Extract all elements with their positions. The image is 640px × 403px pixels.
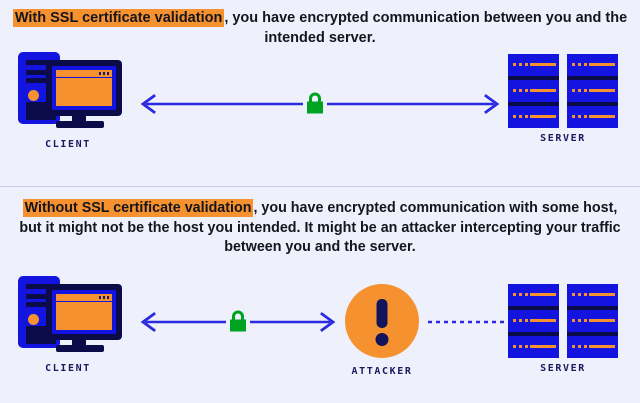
rack-status-leds-icon (513, 115, 528, 118)
window-title-bar (56, 294, 112, 303)
attacker-server-link (426, 302, 510, 342)
caption-without-ssl: Without SSL certificate validation, you … (0, 187, 640, 258)
rack-unit (508, 336, 559, 359)
caption-rest: , you have encrypted communication betwe… (224, 10, 628, 46)
server-rack-icon (508, 284, 618, 359)
tower-slot (26, 60, 50, 65)
rack-unit (567, 336, 618, 359)
server-label-bottom: SERVER (540, 363, 586, 375)
browser-window-icon (56, 70, 112, 106)
client-attacker-link (136, 302, 340, 342)
monitor-neck (72, 338, 86, 347)
caption-rest: , you have encrypted communication with … (19, 200, 621, 256)
rack-status-leds-icon (513, 63, 528, 66)
rack-status-leds-icon (572, 63, 587, 66)
monitor-foot (56, 121, 104, 128)
monitor-screen (52, 290, 116, 335)
panel-without-ssl: Without SSL certificate validation, you … (0, 186, 640, 403)
client-computer-icon (8, 52, 128, 134)
monitor-neck (72, 114, 86, 122)
rack-status-leds-icon (513, 345, 528, 349)
window-controls-icon (98, 71, 109, 75)
client-computer-icon (8, 276, 128, 358)
rack-bar (530, 319, 556, 323)
node-attacker: ATTACKER (345, 284, 419, 377)
caption-with-ssl: With SSL certificate validation, you hav… (0, 0, 640, 48)
rack-bar (530, 89, 556, 92)
exclamation-dot (375, 333, 389, 347)
rack-unit (508, 54, 559, 76)
rack-bar (589, 293, 615, 297)
tower-slot (26, 78, 50, 83)
server-rack-left (508, 284, 559, 359)
rack-status-leds-icon (572, 115, 587, 118)
server-rack-left (508, 54, 559, 128)
caption-highlight: With SSL certificate validation (12, 9, 225, 27)
secure-connection-link (136, 84, 504, 124)
rack-status-leds-icon (572, 89, 587, 92)
power-button-icon (28, 314, 39, 326)
alert-circle-icon (345, 284, 419, 359)
rack-status-leds-icon (513, 319, 528, 323)
rack-status-leds-icon (572, 293, 587, 297)
rack-unit (508, 106, 559, 128)
diagram-stage-without-ssl: CLIENT (0, 274, 640, 394)
rack-unit (567, 284, 618, 307)
exclamation-bar (376, 299, 388, 329)
rack-bar (530, 293, 556, 297)
window-title-bar (56, 70, 112, 78)
tower-slot (26, 294, 50, 300)
padlock-icon (302, 90, 328, 123)
rack-unit (508, 284, 559, 307)
client-label-top: CLIENT (45, 139, 91, 150)
padlock-icon (225, 308, 251, 341)
panel-with-ssl: With SSL certificate validation, you hav… (0, 0, 640, 186)
rack-unit (508, 80, 559, 102)
rack-bar (589, 115, 615, 118)
node-client-bottom: CLIENT (8, 276, 128, 374)
server-rack-right (567, 284, 618, 359)
node-server-top: SERVER (508, 54, 618, 144)
attacker-label: ATTACKER (351, 366, 413, 378)
computer-monitor (46, 284, 122, 341)
rack-unit (567, 310, 618, 333)
power-button-icon (28, 90, 39, 101)
rack-bar (530, 63, 556, 66)
rack-bar (530, 345, 556, 349)
diagram-stage-with-ssl: CLIENT (0, 48, 640, 160)
rack-unit (567, 106, 618, 128)
client-label-bottom: CLIENT (45, 363, 91, 375)
server-label-top: SERVER (540, 133, 586, 144)
attacker-icon (345, 284, 419, 359)
rack-unit (567, 80, 618, 102)
dashed-line-icon (428, 320, 508, 324)
rack-bar (589, 89, 615, 92)
rack-bar (589, 345, 615, 349)
browser-window-icon (56, 294, 112, 331)
rack-status-leds-icon (572, 345, 587, 349)
tower-slot (26, 302, 50, 308)
rack-status-leds-icon (513, 89, 528, 92)
rack-unit (508, 310, 559, 333)
rack-status-leds-icon (513, 293, 528, 297)
node-client-top: CLIENT (8, 52, 128, 150)
rack-bar (589, 319, 615, 323)
rack-status-leds-icon (572, 319, 587, 323)
node-server-bottom: SERVER (508, 284, 618, 374)
rack-unit (567, 54, 618, 76)
window-controls-icon (98, 295, 109, 300)
server-rack-icon (508, 54, 618, 128)
computer-monitor (46, 60, 122, 116)
monitor-screen (52, 66, 116, 110)
rack-bar (530, 115, 556, 118)
caption-highlight: Without SSL certificate validation (22, 199, 254, 217)
tower-slot (26, 70, 50, 75)
monitor-foot (56, 345, 104, 353)
server-rack-right (567, 54, 618, 128)
rack-bar (589, 63, 615, 66)
tower-slot (26, 284, 50, 290)
